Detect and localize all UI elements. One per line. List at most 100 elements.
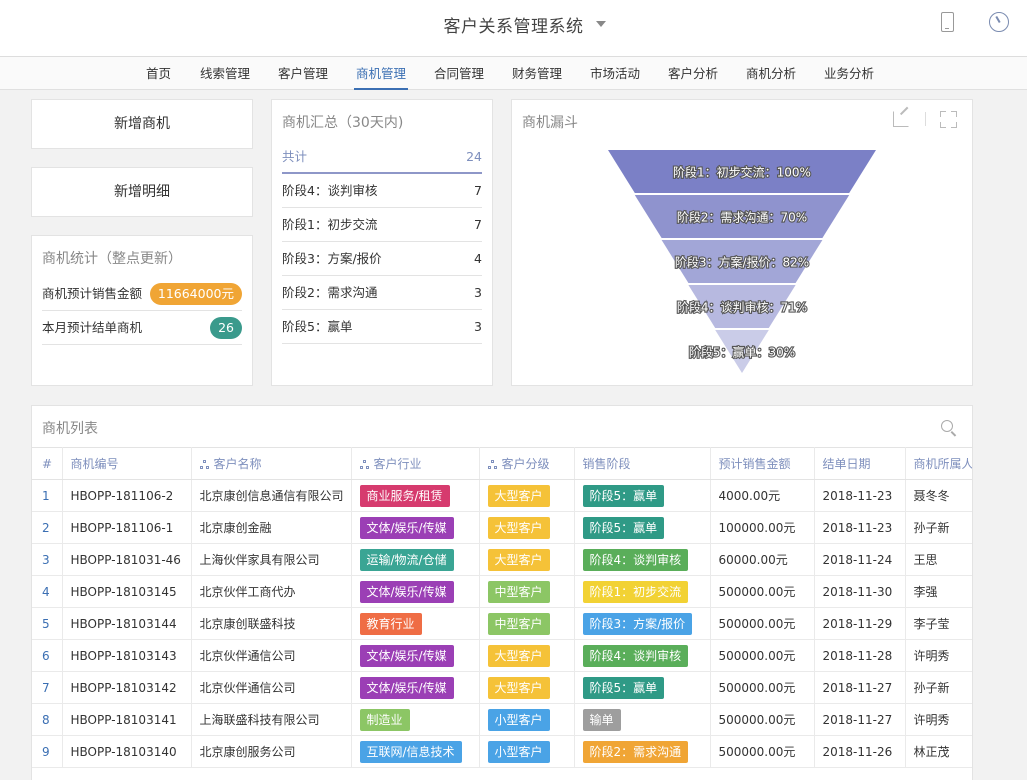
stage-cell: 阶段5：赢单	[574, 671, 711, 704]
customer-name[interactable]: 北京康创金融	[191, 511, 352, 544]
mobile-icon[interactable]	[941, 12, 954, 32]
opportunity-code[interactable]: HBOPP-181106-2	[62, 479, 192, 512]
level-cell: 大型客户	[479, 671, 575, 704]
nav-item-marketing[interactable]: 市场活动	[590, 66, 641, 81]
summary-title: 商机汇总（30天内)	[282, 115, 404, 131]
hierarchy-icon	[199, 460, 210, 469]
nav-item-opportunities[interactable]: 商机管理	[353, 57, 409, 90]
column-header[interactable]: 商机所属人	[905, 447, 972, 480]
industry-tag: 互联网/信息技术	[359, 740, 462, 763]
expected-amount: 500000.00元	[710, 703, 815, 736]
funnel-segment[interactable]	[661, 240, 823, 283]
industry-tag: 教育行业	[359, 612, 422, 635]
opportunity-code[interactable]: HBOPP-181106-1	[62, 511, 192, 544]
customer-name[interactable]: 北京伙伴通信公司	[191, 639, 352, 672]
row-index: 8	[32, 703, 63, 736]
nav-item-finance[interactable]: 财务管理	[512, 66, 563, 81]
summary-row[interactable]: 阶段5：赢单 3	[282, 310, 482, 344]
opportunity-code[interactable]: HBOPP-18103142	[62, 671, 192, 704]
owner: 聂冬冬	[905, 479, 972, 512]
search-icon[interactable]	[941, 420, 953, 432]
fullscreen-icon[interactable]	[940, 111, 957, 128]
funnel-segment[interactable]	[715, 330, 769, 373]
row-index: 4	[32, 575, 63, 608]
column-header[interactable]: 客户名称	[191, 447, 352, 480]
close-date: 2018-11-24	[814, 543, 906, 576]
customer-name[interactable]: 上海联盛科技有限公司	[191, 703, 352, 736]
opportunity-code[interactable]: HBOPP-18103141	[62, 703, 192, 736]
close-date: 2018-11-27	[814, 671, 906, 704]
stage-tag: 阶段5：赢单	[582, 484, 665, 507]
export-icon[interactable]	[893, 111, 909, 127]
summary-total-value: 24	[466, 149, 482, 164]
column-header[interactable]: 客户分级	[479, 447, 575, 480]
column-header[interactable]: 结单日期	[814, 447, 906, 480]
summary-row[interactable]: 阶段2：需求沟通 3	[282, 276, 482, 310]
summary-row-label: 阶段2：需求沟通	[282, 285, 378, 300]
summary-total-row: 共计 24	[282, 140, 482, 174]
nav-item-home[interactable]: 首页	[146, 66, 172, 81]
column-header[interactable]: #	[32, 447, 63, 480]
close-date: 2018-11-23	[814, 479, 906, 512]
customer-name[interactable]: 北京康创信息通信有限公司	[191, 479, 352, 512]
level-tag: 大型客户	[487, 516, 550, 539]
nav-item-customer-analysis[interactable]: 客户分析	[668, 66, 719, 81]
opportunity-code[interactable]: HBOPP-18103143	[62, 639, 192, 672]
level-cell: 中型客户	[479, 575, 575, 608]
level-tag: 中型客户	[487, 580, 550, 603]
opportunity-code[interactable]: HBOPP-18103140	[62, 735, 192, 768]
column-header[interactable]: 销售阶段	[574, 447, 711, 480]
nav-item-opportunity-analysis[interactable]: 商机分析	[746, 66, 797, 81]
customer-name[interactable]: 北京康创联盛科技	[191, 607, 352, 640]
level-tag: 小型客户	[487, 708, 550, 731]
nav-item-contracts[interactable]: 合同管理	[434, 66, 485, 81]
customer-name[interactable]: 上海伙伴家具有限公司	[191, 543, 352, 576]
nav-item-customers[interactable]: 客户管理	[278, 66, 329, 81]
funnel-segment[interactable]	[608, 150, 876, 193]
opportunity-code[interactable]: HBOPP-181031-46	[62, 543, 192, 576]
level-cell: 中型客户	[479, 607, 575, 640]
owner: 孙子新	[905, 511, 972, 544]
nav-item-leads[interactable]: 线索管理	[200, 66, 251, 81]
summary-row[interactable]: 阶段1：初步交流 7	[282, 208, 482, 242]
stage-tag: 阶段1：初步交流	[582, 580, 689, 603]
customer-name[interactable]: 北京康创服务公司	[191, 735, 352, 768]
opportunity-list-card: 商机列表 # 商机编号 客户名称 客户行业 客户分级 销售阶段 预计销售金额 结…	[31, 405, 973, 780]
column-header[interactable]: 商机编号	[62, 447, 192, 480]
compass-icon[interactable]	[989, 12, 1009, 32]
summary-row[interactable]: 阶段3：方案/报价 4	[282, 242, 482, 276]
stage-cell: 输单	[574, 703, 711, 736]
summary-row[interactable]: 阶段4：谈判审核 7	[282, 174, 482, 208]
chevron-down-icon[interactable]	[596, 21, 606, 27]
industry-tag: 文体/娱乐/传媒	[359, 676, 454, 699]
level-tag: 大型客户	[487, 484, 550, 507]
summary-row-value: 7	[474, 183, 482, 198]
opportunity-code[interactable]: HBOPP-18103144	[62, 607, 192, 640]
funnel-segment[interactable]	[688, 285, 796, 328]
add-detail-button[interactable]: 新增明细	[31, 167, 253, 217]
close-date: 2018-11-29	[814, 607, 906, 640]
owner: 许明秀	[905, 639, 972, 672]
industry-tag: 商业服务/租赁	[359, 484, 450, 507]
nav-item-business-analysis[interactable]: 业务分析	[824, 66, 875, 81]
expected-amount: 4000.00元	[710, 479, 815, 512]
customer-name[interactable]: 北京伙伴工商代办	[191, 575, 352, 608]
column-header[interactable]: 预计销售金额	[710, 447, 815, 480]
column-header[interactable]: 客户行业	[351, 447, 480, 480]
table-header-row: # 商机编号 客户名称 客户行业 客户分级 销售阶段 预计销售金额 结单日期 商…	[32, 447, 972, 480]
industry-cell: 文体/娱乐/传媒	[351, 671, 480, 704]
opportunity-code[interactable]: HBOPP-18103145	[62, 575, 192, 608]
customer-name[interactable]: 北京伙伴通信公司	[191, 671, 352, 704]
funnel-segment[interactable]	[634, 195, 850, 238]
stat-badge-sales: 11664000元	[149, 283, 242, 305]
add-opportunity-button[interactable]: 新增商机	[31, 99, 253, 149]
